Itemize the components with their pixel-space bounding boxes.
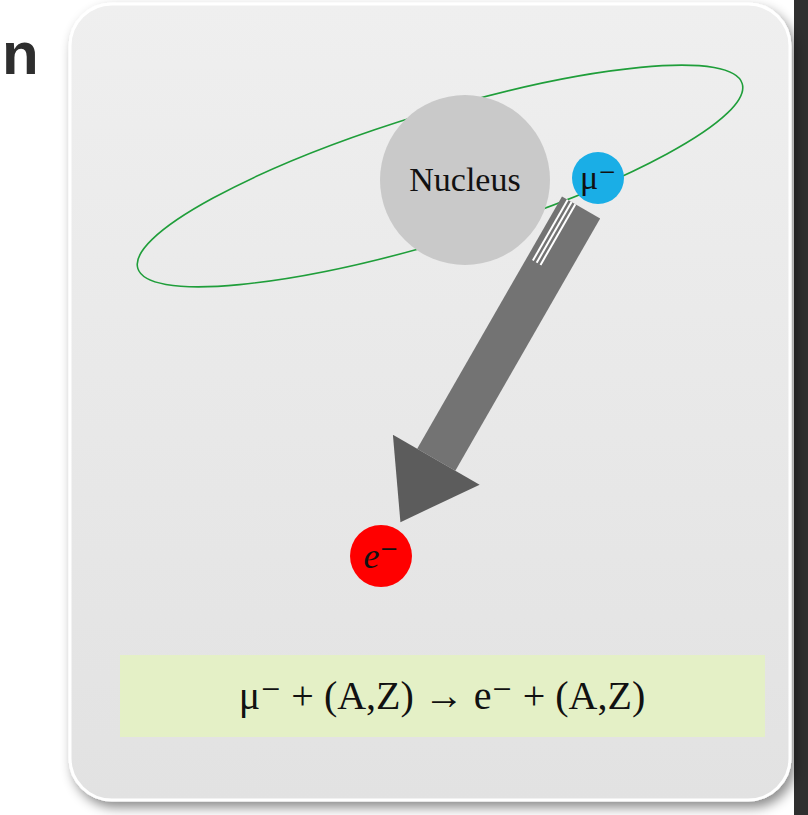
title-fragment: n bbox=[2, 24, 39, 84]
node-text: Nucleus bbox=[409, 163, 520, 197]
node-text: e⁻ bbox=[364, 538, 399, 574]
nucleus-circle: Nucleus bbox=[380, 95, 550, 265]
orbit-ellipse bbox=[119, 22, 761, 329]
side-strip bbox=[794, 0, 808, 815]
formula-box: μ⁻ + (A,Z) → e⁻ + (A,Z) bbox=[120, 655, 765, 737]
node-text: μ⁻ bbox=[580, 161, 616, 195]
arrow-head bbox=[393, 435, 480, 522]
arrow-stripe bbox=[540, 204, 575, 265]
electron-circle: e⁻ bbox=[350, 525, 412, 587]
node-text: μ⁻ + (A,Z) → e⁻ + (A,Z) bbox=[239, 676, 645, 716]
panel bbox=[70, 4, 790, 800]
muon-circle: μ⁻ bbox=[572, 152, 624, 204]
